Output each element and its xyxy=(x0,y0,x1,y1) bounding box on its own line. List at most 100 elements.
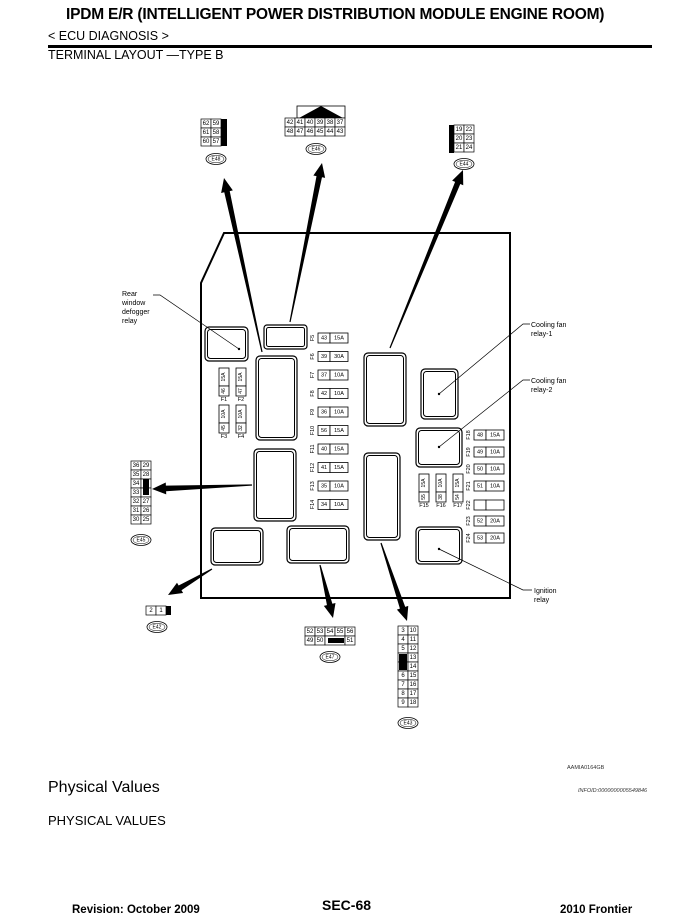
fuse-terminal: 53 xyxy=(477,535,483,541)
fuse-rating: 15A xyxy=(221,372,227,382)
terminal-cell xyxy=(463,142,475,153)
fuse-id: F16 xyxy=(436,503,445,509)
terminal-number: 48 xyxy=(287,129,294,135)
terminal-number: 59 xyxy=(213,121,220,127)
terminal-number: 41 xyxy=(297,120,304,126)
terminal-number: 53 xyxy=(317,629,324,635)
terminal-number: 9 xyxy=(401,700,405,706)
terminal-number: 54 xyxy=(327,629,334,635)
callout-line: Cooling fan xyxy=(531,322,567,329)
terminal-number: 19 xyxy=(456,127,463,133)
terminal-number: 14 xyxy=(410,664,417,670)
terminal-number: 32 xyxy=(133,499,140,505)
fuse-terminal: 42 xyxy=(321,391,327,397)
fuse-terminal: 40 xyxy=(321,446,327,452)
fuse-terminal: 41 xyxy=(321,465,327,471)
fuse-id: F11 xyxy=(310,444,316,453)
fuse-terminal: 50 xyxy=(477,466,483,472)
e48-key xyxy=(221,119,227,146)
e46-key xyxy=(299,106,343,118)
fuse-f11: F11 40 15A xyxy=(310,443,349,455)
figure-id: AAMIA0164GB xyxy=(567,765,605,771)
e44-key xyxy=(449,125,454,153)
terminal-number: 15 xyxy=(410,673,417,679)
connector-e45-label: E45 xyxy=(130,534,152,546)
terminal-number: 29 xyxy=(143,463,150,469)
fuse-rating: 15A xyxy=(421,478,427,488)
callout-line: relay xyxy=(534,597,550,604)
fuse-rating: 15A xyxy=(334,335,344,341)
fuse-rating: 15A xyxy=(334,446,344,452)
connector-e48-label: E48 xyxy=(205,153,227,165)
terminal-number: 38 xyxy=(327,120,334,126)
callout-line: defogger xyxy=(122,309,150,316)
connector-e44-label: E44 xyxy=(453,158,475,170)
subsection-heading: PHYSICAL VALUES xyxy=(48,813,166,828)
fuse-terminal: 49 xyxy=(477,449,483,455)
arrow-to-e46 xyxy=(289,163,326,323)
terminal-number: 20 xyxy=(456,136,463,142)
connector-e43-label: E43 xyxy=(397,717,419,729)
connector-label: E43 xyxy=(404,720,413,726)
terminal-number: 60 xyxy=(203,139,210,145)
terminal-number: 28 xyxy=(143,472,150,478)
callout-line: Rear xyxy=(122,291,138,298)
terminal-cell xyxy=(344,635,356,646)
leader-cooling-fan-relay-1-dot xyxy=(437,392,441,396)
terminal-number: 49 xyxy=(307,638,314,644)
fuse-rating: 15A xyxy=(334,428,344,434)
callout-line: Cooling fan xyxy=(531,378,567,385)
vehicle-model: 2010 Frontier xyxy=(560,904,633,916)
terminal-number: 31 xyxy=(133,508,140,514)
fuse-id: F3 xyxy=(221,434,227,440)
fuse-id: F13 xyxy=(310,481,316,490)
e45-key xyxy=(143,479,149,495)
fuse-rating: 10A xyxy=(221,409,227,419)
arrow-to-e48 xyxy=(221,178,263,353)
fuse-rating: 10A xyxy=(490,466,500,472)
terminal-number: 11 xyxy=(410,637,417,643)
fuse-id: F14 xyxy=(310,500,316,509)
connector-e42-socket xyxy=(210,527,264,566)
leader-rear-window-defogger-relay-dot xyxy=(237,347,241,351)
connector-label: E48 xyxy=(212,156,221,162)
fuse-id: F6 xyxy=(310,353,316,359)
e42-key xyxy=(166,606,171,615)
page-number: SEC-68 xyxy=(322,897,372,913)
fuse-terminal: 51 xyxy=(477,483,483,489)
fuse-terminal: 48 xyxy=(477,432,483,438)
terminal-number: 12 xyxy=(410,646,417,652)
fuse-terminal: 34 xyxy=(321,502,327,508)
fuse-rating: 10A xyxy=(238,409,244,419)
fuse-id: F5 xyxy=(310,335,316,341)
fuse-id: F19 xyxy=(466,447,472,456)
arrow-to-e42 xyxy=(168,568,213,595)
terminal-number: 21 xyxy=(456,145,463,151)
connector-e44-socket xyxy=(363,352,407,427)
terminal-number: 33 xyxy=(133,490,140,496)
terminal-number: 5 xyxy=(401,646,405,652)
fuse-rating: 30A xyxy=(334,354,344,360)
terminal-number: 37 xyxy=(337,120,344,126)
fuse-terminal: 37 xyxy=(321,372,327,378)
fuse-id: F7 xyxy=(310,372,316,378)
terminal-number: 34 xyxy=(133,481,140,487)
leader-rear-window-defogger-relay xyxy=(153,294,240,350)
fuse-id: F9 xyxy=(310,409,316,415)
terminal-number: 50 xyxy=(317,638,324,644)
terminal-number: 35 xyxy=(133,472,140,478)
fuse-id: F1 xyxy=(221,397,227,403)
breadcrumb[interactable]: < ECU DIAGNOSIS > xyxy=(48,29,169,43)
